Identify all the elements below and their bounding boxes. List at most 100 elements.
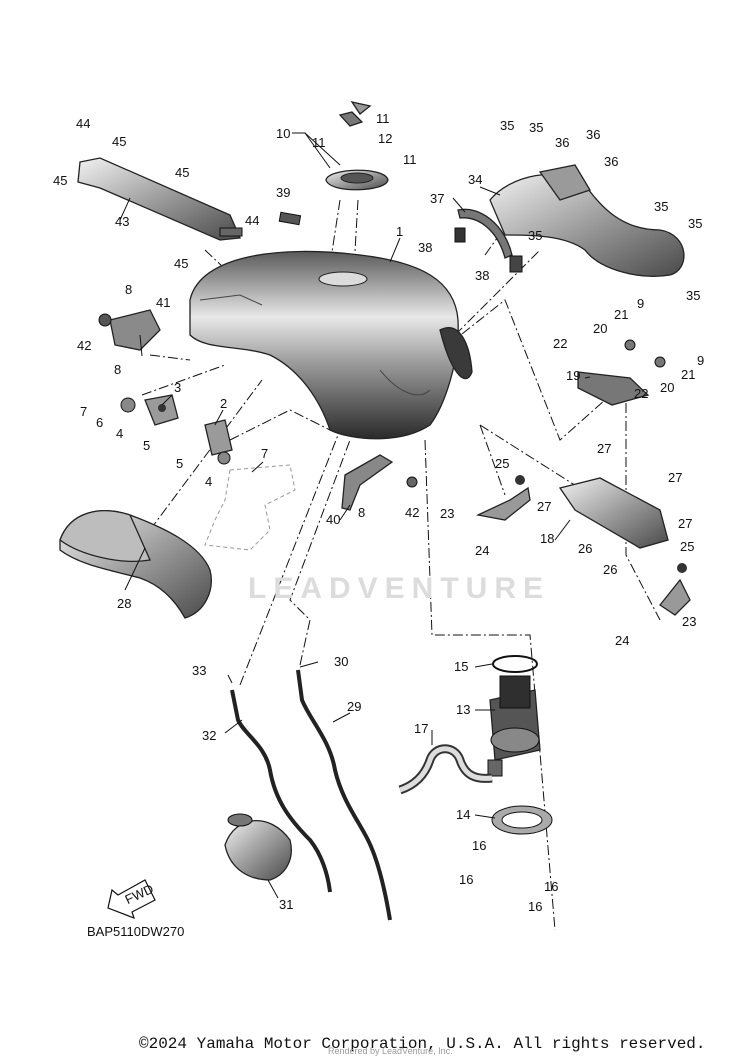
callout-27: 27 [597, 441, 611, 456]
copyright-notice: ©2024 Yamaha Motor Corporation, U.S.A. A… [139, 1035, 706, 1053]
callout-16b: 16 [459, 872, 473, 887]
callout-38: 38 [418, 240, 432, 255]
stay-part-43 [77, 157, 243, 241]
callout-45c: 45 [175, 165, 189, 180]
hose-part-17 [398, 744, 493, 795]
callout-38b: 38 [475, 268, 489, 283]
fuel-pump-part-13 [487, 675, 541, 777]
callout-21: 21 [614, 307, 628, 322]
callout-labels: 1 2 3 4 4 5 5 6 7 7 8 8 8 9 9 10 11 11 1… [53, 111, 704, 914]
callout-23b: 23 [682, 614, 696, 629]
callout-12: 12 [378, 131, 392, 146]
callout-22b: 22 [634, 386, 648, 401]
bracket-part-2 [204, 419, 233, 465]
callout-25b: 25 [680, 539, 694, 554]
callout-5b: 5 [176, 456, 183, 471]
callout-11b: 11 [312, 135, 326, 150]
fwd-arrow-icon: FWD [107, 879, 156, 920]
callout-8c: 8 [358, 505, 365, 520]
bracket-part-19 [577, 339, 666, 406]
callout-44b: 44 [245, 213, 259, 228]
bracket-part-37 [454, 208, 523, 273]
callout-35b: 35 [529, 120, 543, 135]
callout-30: 30 [334, 654, 348, 669]
callout-16: 16 [472, 838, 486, 853]
callout-7: 7 [80, 404, 87, 419]
callout-6: 6 [96, 415, 103, 430]
plate-part-14 [491, 805, 553, 835]
callout-19: 19 [566, 368, 580, 383]
callout-5: 5 [143, 438, 150, 453]
callout-11: 11 [376, 111, 390, 126]
callout-3: 3 [174, 380, 181, 395]
pipe-part-29 [296, 669, 392, 921]
callout-16c: 16 [544, 879, 558, 894]
callout-22: 22 [553, 336, 567, 351]
callout-24: 24 [475, 543, 489, 558]
callout-16d: 16 [528, 899, 542, 914]
pipe-part-32 [230, 689, 332, 893]
bracket-part-3 [120, 394, 179, 426]
rendered-by-notice: Rendered by LeadVenture, Inc. [328, 1046, 453, 1056]
callout-45b: 45 [53, 173, 67, 188]
callout-35: 35 [500, 118, 514, 133]
bracket-part-34 [489, 164, 685, 277]
callout-32: 32 [202, 728, 216, 743]
callout-24b: 24 [615, 633, 629, 648]
callout-27d: 27 [678, 516, 692, 531]
callout-8: 8 [125, 282, 132, 297]
fuel-tank-part-1 [189, 250, 473, 440]
callout-40: 40 [326, 512, 340, 527]
callout-42: 42 [77, 338, 91, 353]
callout-26: 26 [578, 541, 592, 556]
callout-35f: 35 [686, 288, 700, 303]
callout-45d: 45 [174, 256, 188, 271]
callout-36c: 36 [604, 154, 618, 169]
callout-37: 37 [430, 191, 444, 206]
drawing-code: BAP5110DW270 [87, 924, 185, 939]
callout-4b: 4 [205, 474, 212, 489]
callout-8b: 8 [114, 362, 121, 377]
callout-36: 36 [555, 135, 569, 150]
callout-20b: 20 [660, 380, 674, 395]
callout-20: 20 [593, 321, 607, 336]
callout-35e: 35 [688, 216, 702, 231]
callout-21b: 21 [681, 367, 695, 382]
bracket-part-40 [341, 454, 418, 511]
callout-35d: 35 [654, 199, 668, 214]
callout-36b: 36 [586, 127, 600, 142]
callout-25: 25 [495, 456, 509, 471]
frame-outline [204, 464, 296, 551]
callout-33: 33 [192, 663, 206, 678]
leader-lines [119, 132, 591, 899]
callout-29: 29 [347, 699, 361, 714]
cover-part-28 [59, 510, 212, 619]
callout-1: 1 [396, 224, 403, 239]
grommet-part-39 [278, 211, 302, 226]
callout-44: 44 [76, 116, 90, 131]
bracket-part-18 [558, 477, 669, 549]
callout-27b: 27 [537, 499, 551, 514]
callout-43: 43 [115, 214, 129, 229]
callout-42b: 42 [405, 505, 419, 520]
callout-10: 10 [276, 126, 290, 141]
callout-23: 23 [440, 506, 454, 521]
callout-7b: 7 [261, 446, 268, 461]
callout-2: 2 [220, 396, 227, 411]
callout-28: 28 [117, 596, 131, 611]
callout-9b: 9 [697, 353, 704, 368]
watermark: LEADVENTURE [248, 572, 551, 605]
callout-39: 39 [276, 185, 290, 200]
callout-45: 45 [112, 134, 126, 149]
callout-14: 14 [456, 807, 470, 822]
protector-part-31 [224, 813, 292, 881]
callout-34: 34 [468, 172, 482, 187]
filler-cap-part-10 [325, 101, 389, 191]
callout-11c: 11 [403, 152, 417, 167]
callout-4: 4 [116, 426, 123, 441]
bracket-part-23 [475, 475, 691, 616]
callout-13: 13 [456, 702, 470, 717]
callout-9: 9 [637, 296, 644, 311]
bracket-part-41 [98, 309, 161, 351]
